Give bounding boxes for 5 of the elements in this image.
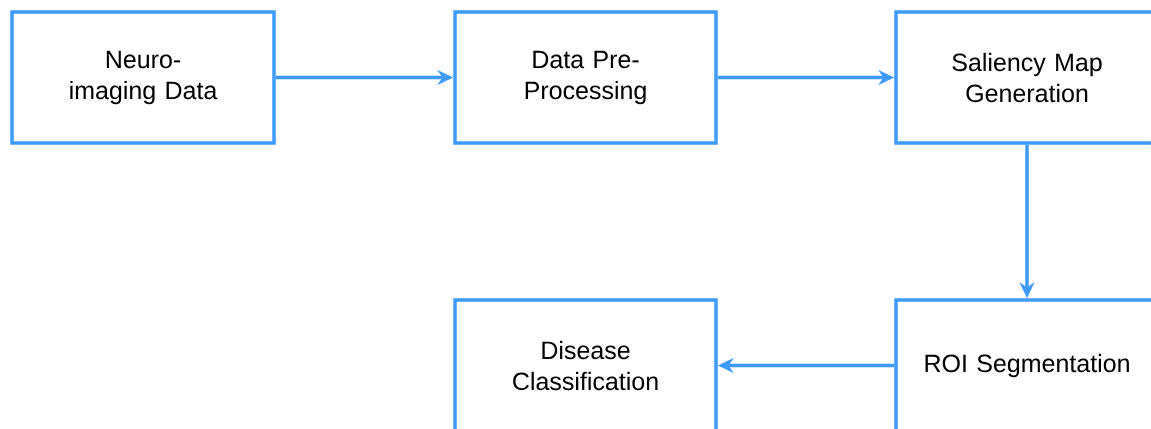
process-box: Disease Classification: [453, 298, 718, 429]
process-box: Neuro-imaging Data: [10, 10, 276, 145]
process-box: Saliency Map Generation: [894, 10, 1151, 145]
process-box: Data Pre-Processing: [453, 10, 718, 145]
process-box: ROI Segmentation: [894, 298, 1151, 429]
